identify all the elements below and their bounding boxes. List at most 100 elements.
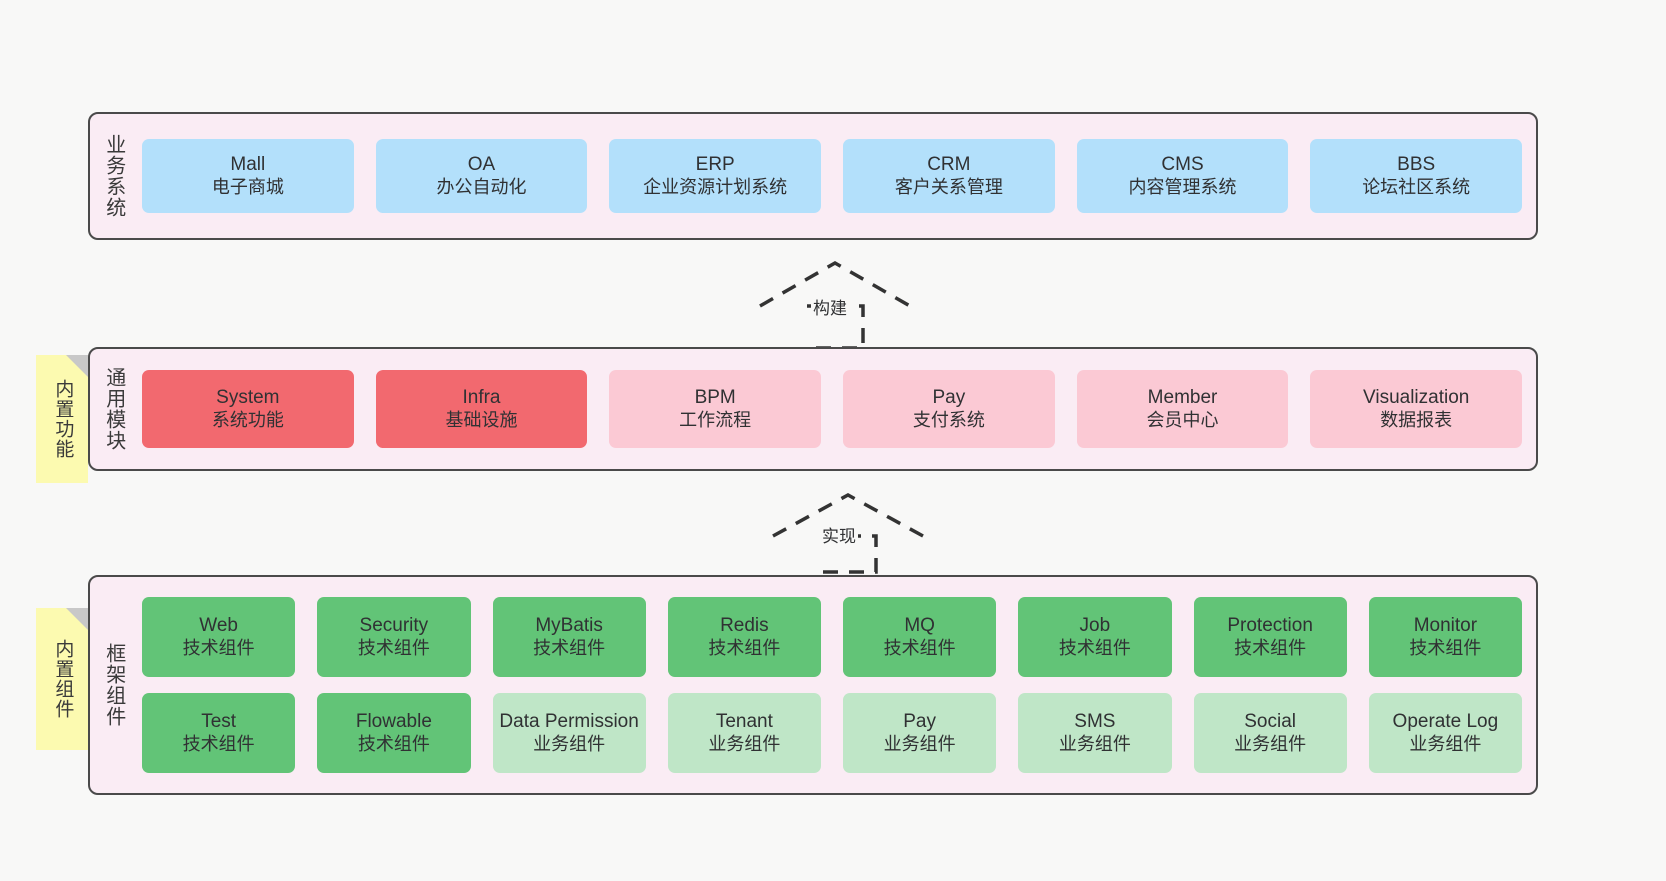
node-oa-subtitle: 办公自动化	[436, 176, 527, 197]
framework-row-2: Test 技术组件 Flowable 技术组件 Data Permission …	[142, 693, 1522, 773]
node-web[interactable]: Web 技术组件	[142, 597, 296, 677]
node-cms-subtitle: 内容管理系统	[1128, 176, 1237, 197]
node-member[interactable]: Member 会员中心	[1076, 370, 1289, 448]
node-job-title: Job	[1079, 615, 1111, 637]
node-job[interactable]: Job 技术组件	[1018, 597, 1172, 677]
node-visualization-title: Visualization	[1363, 387, 1470, 409]
layer-body-modules: System 系统功能 Infra 基础设施 BPM 工作流程 Pay 支付系统…	[136, 349, 1536, 469]
node-operate-log[interactable]: Operate Log 业务组件	[1368, 693, 1522, 773]
node-erp[interactable]: ERP 企业资源计划系统	[609, 139, 822, 213]
layer-general-modules: 通用模块 System 系统功能 Infra 基础设施 BPM 工作流程 Pay…	[88, 347, 1538, 471]
node-bbs-title: BBS	[1397, 154, 1436, 176]
node-crm[interactable]: CRM 客户关系管理	[843, 139, 1055, 213]
node-web-subtitle: 技术组件	[182, 637, 255, 658]
node-protection-subtitle: 技术组件	[1234, 637, 1307, 658]
node-pay-module-subtitle: 支付系统	[912, 409, 985, 430]
node-redis-title: Redis	[720, 615, 769, 637]
node-social-subtitle: 业务组件	[1234, 733, 1307, 754]
node-protection-title: Protection	[1227, 615, 1313, 637]
node-cms-title: CMS	[1161, 154, 1204, 176]
node-mq[interactable]: MQ 技术组件	[843, 597, 997, 677]
tab-builtin-features-label: 内置功能	[52, 379, 74, 459]
layer-title-business: 业务系统	[102, 134, 125, 218]
layer-framework-components: 框架组件 Web 技术组件 Security 技术组件 MyBatis 技术组件…	[88, 575, 1538, 795]
node-member-title: Member	[1147, 387, 1218, 409]
node-bpm[interactable]: BPM 工作流程	[609, 370, 822, 448]
node-infra-title: Infra	[462, 387, 501, 409]
node-flowable-title: Flowable	[355, 711, 432, 733]
node-mq-subtitle: 技术组件	[883, 637, 956, 658]
arrow-implement: 实现	[768, 490, 928, 574]
node-flowable-subtitle: 技术组件	[357, 733, 430, 754]
node-sms[interactable]: SMS 业务组件	[1018, 693, 1172, 773]
node-bbs[interactable]: BBS 论坛社区系统	[1310, 139, 1523, 213]
node-pay-module[interactable]: Pay 支付系统	[843, 370, 1055, 448]
node-mq-title: MQ	[904, 615, 935, 637]
layer-body-framework: Web 技术组件 Security 技术组件 MyBatis 技术组件 Redi…	[136, 577, 1536, 793]
node-mall[interactable]: Mall 电子商城	[142, 139, 354, 213]
node-erp-subtitle: 企业资源计划系统	[643, 176, 788, 197]
layer-body-business: Mall 电子商城 OA 办公自动化 ERP 企业资源计划系统 CRM 客户关系…	[136, 114, 1536, 238]
node-flowable[interactable]: Flowable 技术组件	[317, 693, 471, 773]
node-test-title: Test	[201, 711, 237, 733]
node-tenant-subtitle: 业务组件	[708, 733, 781, 754]
tab-builtin-components: 内置组件	[36, 608, 88, 750]
node-member-subtitle: 会员中心	[1146, 409, 1219, 430]
node-sms-subtitle: 业务组件	[1058, 733, 1131, 754]
node-cms[interactable]: CMS 内容管理系统	[1076, 139, 1289, 213]
node-monitor[interactable]: Monitor 技术组件	[1368, 597, 1522, 677]
node-infra-subtitle: 基础设施	[445, 409, 518, 430]
tab-builtin-features: 内置功能	[36, 355, 88, 483]
tab-builtin-components-label: 内置组件	[52, 639, 74, 719]
layer-title-framework: 框架组件	[102, 643, 125, 727]
modules-row: System 系统功能 Infra 基础设施 BPM 工作流程 Pay 支付系统…	[142, 370, 1523, 448]
node-system[interactable]: System 系统功能	[142, 370, 354, 448]
node-pay-component[interactable]: Pay 业务组件	[843, 693, 997, 773]
arrow-build-label: 构建	[811, 294, 849, 319]
node-mybatis[interactable]: MyBatis 技术组件	[492, 597, 646, 677]
layer-business-systems: 业务系统 Mall 电子商城 OA 办公自动化 ERP 企业资源计划系统 CRM…	[88, 112, 1538, 240]
arrow-implement-label: 实现	[820, 522, 858, 547]
layer-title-modules: 通用模块	[102, 367, 125, 451]
node-job-subtitle: 技术组件	[1058, 637, 1131, 658]
node-pay-module-title: Pay	[932, 387, 966, 409]
node-visualization[interactable]: Visualization 数据报表	[1310, 370, 1523, 448]
node-oa[interactable]: OA 办公自动化	[375, 139, 588, 213]
node-test-subtitle: 技术组件	[182, 733, 255, 754]
node-security[interactable]: Security 技术组件	[317, 597, 471, 677]
node-bpm-title: BPM	[694, 387, 736, 409]
node-social[interactable]: Social 业务组件	[1193, 693, 1347, 773]
node-pay-component-subtitle: 业务组件	[883, 733, 956, 754]
node-oa-title: OA	[467, 154, 496, 176]
framework-row-1: Web 技术组件 Security 技术组件 MyBatis 技术组件 Redi…	[142, 597, 1522, 677]
node-security-subtitle: 技术组件	[357, 637, 430, 658]
node-infra[interactable]: Infra 基础设施	[375, 370, 588, 448]
node-operate-log-title: Operate Log	[1392, 711, 1499, 733]
node-data-permission-subtitle: 业务组件	[533, 733, 606, 754]
node-test[interactable]: Test 技术组件	[142, 693, 296, 773]
node-system-subtitle: 系统功能	[211, 409, 284, 430]
node-bpm-subtitle: 工作流程	[679, 409, 752, 430]
node-redis-subtitle: 技术组件	[708, 637, 781, 658]
node-tenant-title: Tenant	[715, 711, 773, 733]
node-web-title: Web	[199, 615, 238, 637]
node-monitor-title: Monitor	[1413, 615, 1478, 637]
node-data-permission-title: Data Permission	[499, 711, 639, 733]
node-social-title: Social	[1244, 711, 1296, 733]
node-mall-title: Mall	[230, 154, 266, 176]
node-tenant[interactable]: Tenant 业务组件	[667, 693, 821, 773]
node-visualization-subtitle: 数据报表	[1380, 409, 1453, 430]
node-protection[interactable]: Protection 技术组件	[1193, 597, 1347, 677]
node-operate-log-subtitle: 业务组件	[1409, 733, 1482, 754]
node-bbs-subtitle: 论坛社区系统	[1362, 176, 1471, 197]
node-monitor-subtitle: 技术组件	[1409, 637, 1482, 658]
node-mybatis-title: MyBatis	[535, 615, 603, 637]
node-pay-component-title: Pay	[903, 711, 936, 733]
node-sms-title: SMS	[1074, 711, 1116, 733]
node-redis[interactable]: Redis 技术组件	[667, 597, 821, 677]
node-data-permission[interactable]: Data Permission 业务组件	[492, 693, 646, 773]
node-erp-title: ERP	[695, 154, 735, 176]
node-security-title: Security	[359, 615, 429, 637]
arrow-build: 构建	[755, 258, 915, 350]
